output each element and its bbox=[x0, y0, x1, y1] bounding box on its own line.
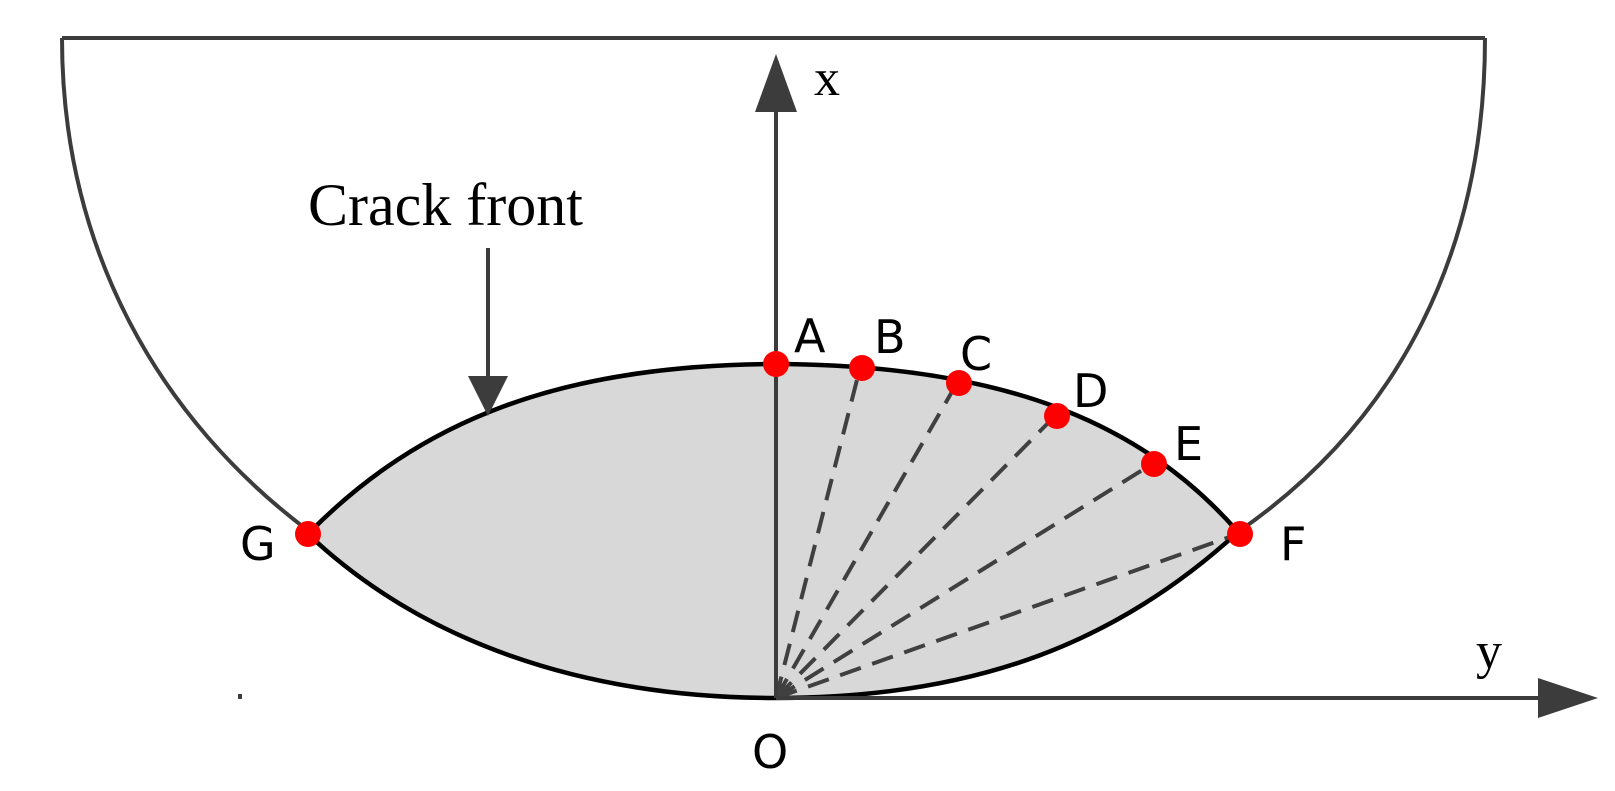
point-b-marker bbox=[849, 355, 875, 381]
point-a-marker bbox=[763, 351, 789, 377]
point-e-label: E bbox=[1174, 417, 1203, 471]
y-axis-label: y bbox=[1476, 623, 1502, 680]
crack-front-arrow-head bbox=[468, 376, 508, 416]
point-f-label: F bbox=[1280, 517, 1306, 571]
point-c-label: C bbox=[960, 327, 992, 381]
stray-dot bbox=[238, 694, 242, 699]
point-c-marker bbox=[946, 370, 972, 396]
point-d-marker bbox=[1044, 403, 1070, 429]
x-axis-arrowhead bbox=[755, 54, 797, 112]
dashed-line-of bbox=[775, 532, 1239, 700]
point-b-label: B bbox=[874, 310, 906, 364]
point-f-marker bbox=[1227, 521, 1253, 547]
crack-front-points bbox=[295, 351, 1253, 547]
radial-dashed-lines bbox=[774, 367, 1239, 700]
dashed-line-oc bbox=[774, 382, 959, 699]
dashed-line-oe bbox=[774, 462, 1154, 700]
point-g-label: G bbox=[240, 517, 276, 571]
point-d-label: D bbox=[1073, 364, 1108, 418]
point-e-marker bbox=[1141, 451, 1167, 477]
point-a-label: A bbox=[794, 309, 826, 363]
y-axis-arrowhead bbox=[1538, 678, 1598, 718]
x-axis-label: x bbox=[814, 50, 840, 107]
crack-front-label: Crack front bbox=[308, 172, 583, 238]
dashed-line-ob bbox=[774, 367, 862, 699]
point-g-marker bbox=[295, 521, 321, 547]
origin-label: O bbox=[752, 725, 788, 779]
